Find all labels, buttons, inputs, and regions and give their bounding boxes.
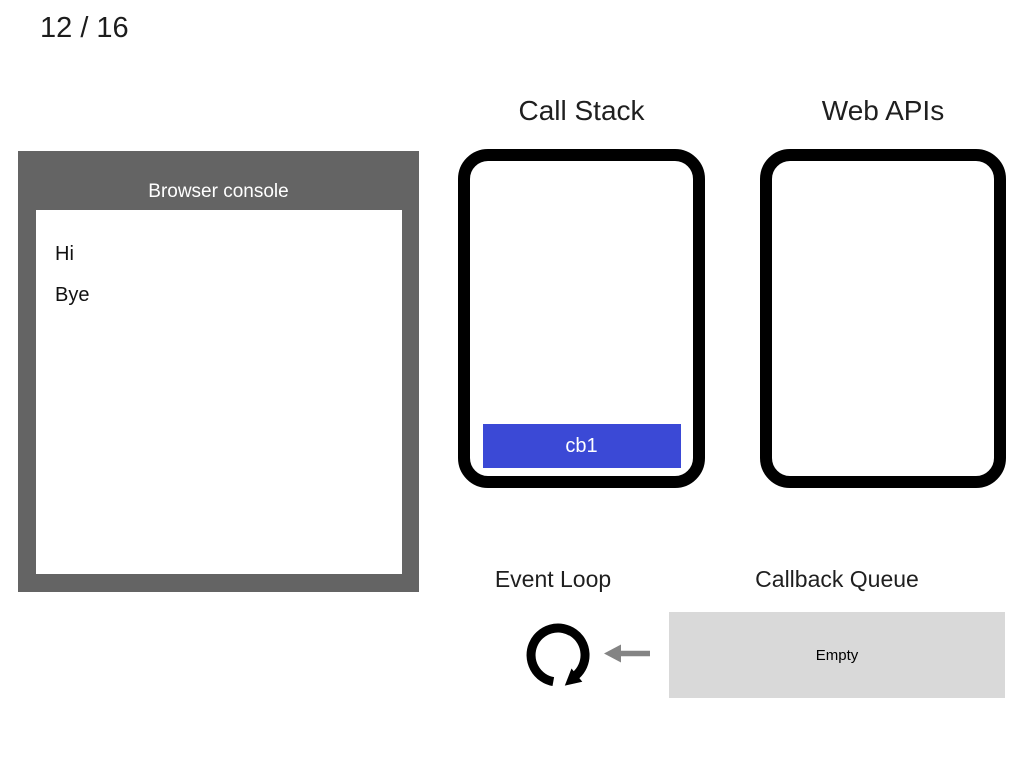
event-loop-cycle-icon <box>526 623 590 687</box>
callback-queue-box: Empty <box>669 612 1005 698</box>
call-stack-title: Call Stack <box>518 95 645 126</box>
callback-queue-status: Empty <box>815 646 859 664</box>
console-log-line: Hi <box>55 243 74 265</box>
event-loop-title: Event Loop <box>494 566 612 592</box>
call-stack-frame-cb1: cb1 <box>482 424 681 468</box>
web-apis-title: Web APIs <box>821 95 945 126</box>
call-stack-box: cb1 <box>458 149 705 488</box>
browser-console-output: Hi Bye <box>36 210 402 574</box>
web-apis-box <box>760 149 1006 488</box>
callback-queue-title: Callback Queue <box>755 566 919 592</box>
page-counter: 12 / 16 <box>40 12 129 44</box>
left-arrow-icon <box>604 644 650 663</box>
browser-console-title: Browser console <box>148 181 289 202</box>
browser-console-panel: Browser console Hi Bye <box>18 151 419 592</box>
console-log-line: Bye <box>55 284 90 306</box>
